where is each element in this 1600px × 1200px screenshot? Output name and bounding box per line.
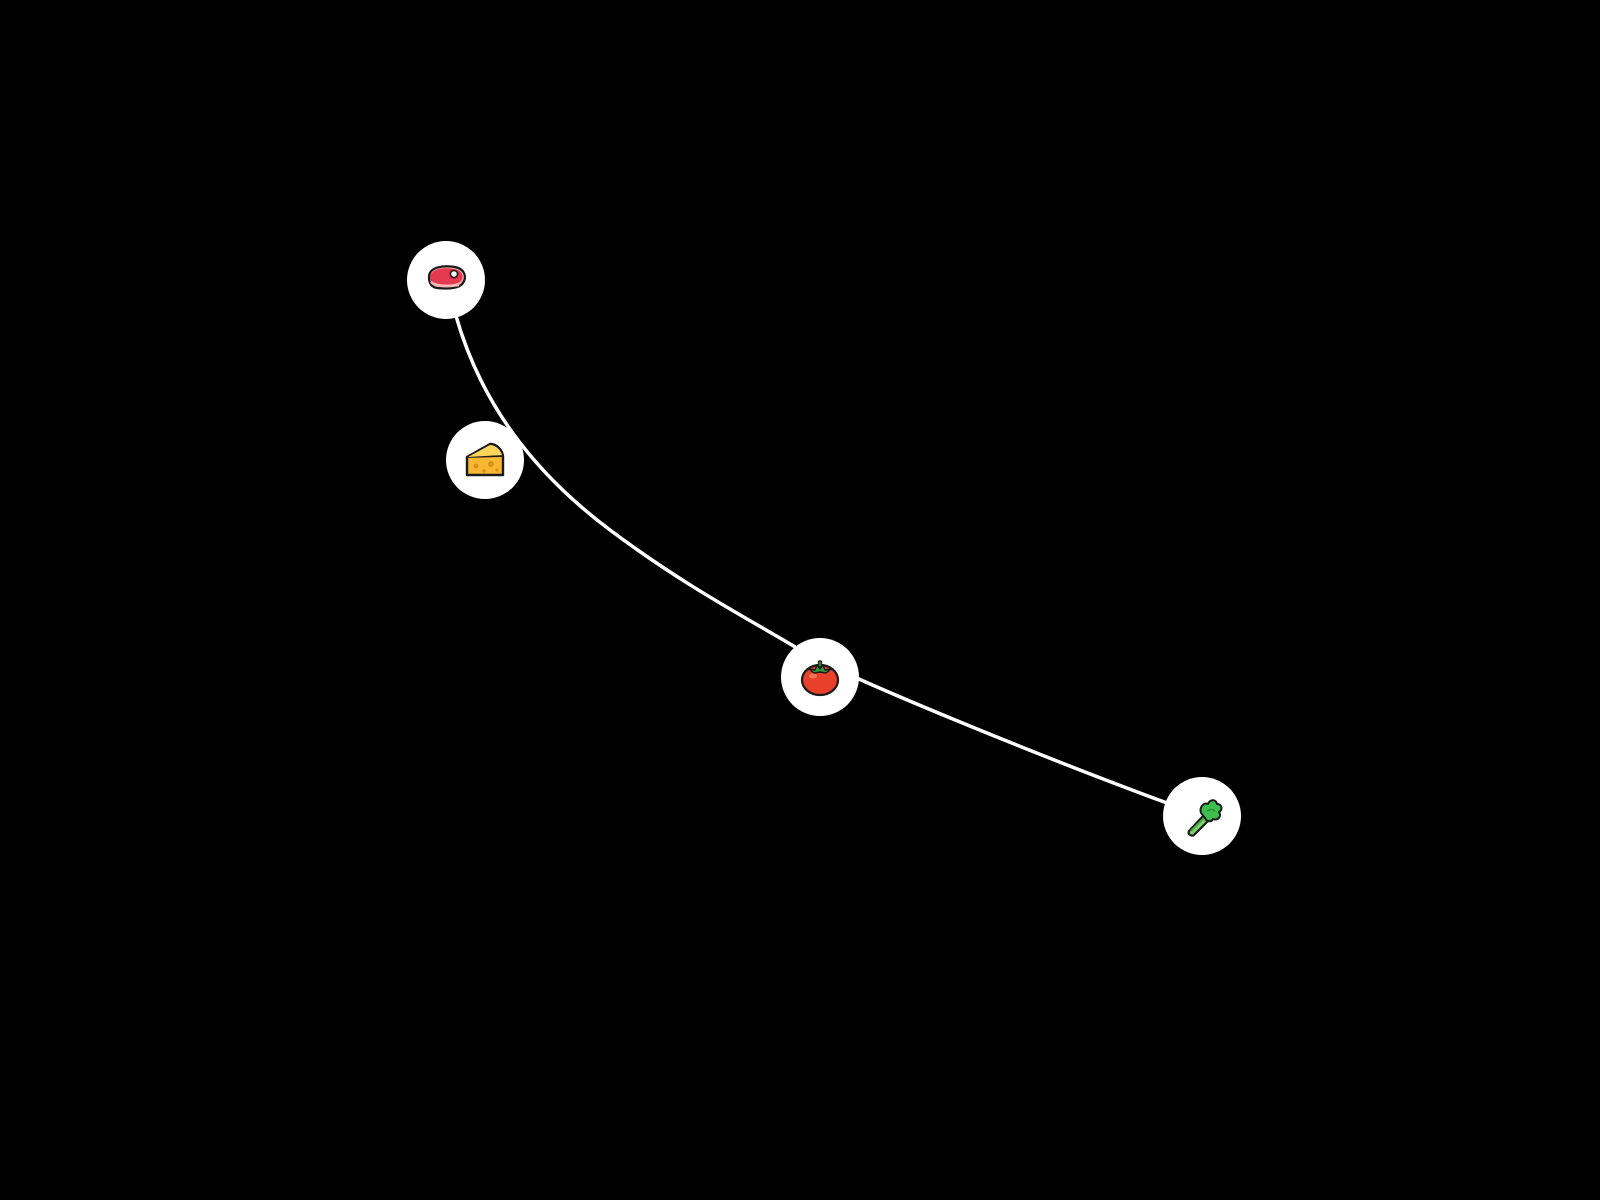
level-node-cheese[interactable] <box>446 421 524 499</box>
level-node-tomato[interactable] <box>781 638 859 716</box>
route-path <box>454 314 1169 805</box>
level-node-celery[interactable] <box>1163 777 1241 855</box>
meat-icon <box>427 265 466 290</box>
tomato-icon <box>800 660 840 697</box>
celery-icon <box>1187 799 1223 837</box>
level-node-meat[interactable] <box>407 241 485 319</box>
cheese-icon <box>465 442 505 477</box>
